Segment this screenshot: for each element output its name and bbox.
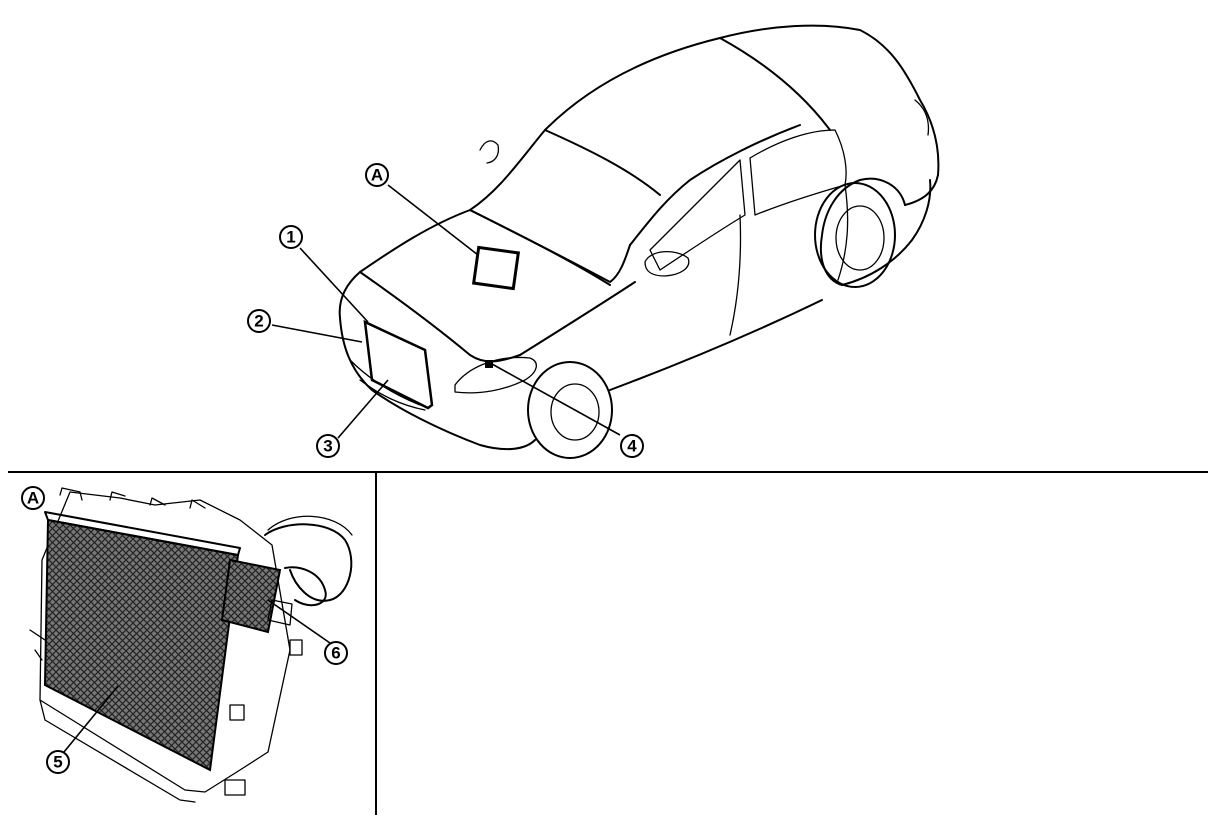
callout-a-inset: A <box>21 486 45 510</box>
svg-text:3: 3 <box>323 437 332 456</box>
callout-a-top: A <box>365 163 389 187</box>
inset-leader-lines <box>63 599 331 753</box>
view-a-location-marker <box>471 245 521 291</box>
svg-text:1: 1 <box>286 228 295 247</box>
svg-text:6: 6 <box>331 644 340 663</box>
callout-6: 6 <box>324 641 348 665</box>
view-a-inset <box>29 487 353 803</box>
svg-text:2: 2 <box>254 312 263 331</box>
callout-5: 5 <box>46 750 70 774</box>
callout-3: 3 <box>316 434 340 458</box>
callout-2: 2 <box>247 309 271 333</box>
callout-1: 1 <box>279 225 303 249</box>
svg-text:4: 4 <box>627 437 637 456</box>
leader-lines <box>271 184 621 439</box>
svg-text:5: 5 <box>53 753 62 772</box>
svg-text:A: A <box>371 166 383 185</box>
evaporator-core <box>43 518 240 772</box>
part-4-marker <box>485 360 493 368</box>
callout-4: 4 <box>620 434 644 458</box>
svg-text:A: A <box>27 489 39 508</box>
expansion-valve <box>220 558 282 634</box>
front-component-frame <box>363 319 434 410</box>
car-illustration <box>338 24 940 459</box>
